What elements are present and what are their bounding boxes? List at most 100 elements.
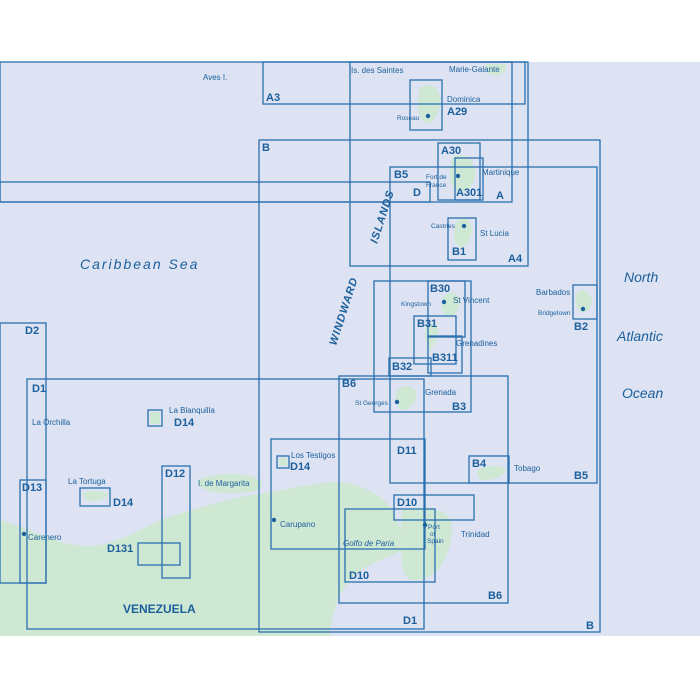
ref-A[interactable]: A [496,190,504,202]
chart-B1-box[interactable] [447,217,477,261]
castries-label: Castries [431,223,456,230]
carenero-label: Carenero [28,533,62,542]
chart-boundaries [0,61,601,633]
chart-D11-box[interactable] [270,438,426,550]
ref-D14-blanquilla[interactable]: D14 [174,417,195,429]
caribbean-sea-label: Caribbean Sea [80,256,199,272]
ocean-label-north: North [624,269,658,285]
ref-D14-tortuga[interactable]: D14 [113,497,134,509]
land-masses [0,64,592,636]
of-label: of [430,531,436,538]
grenadines-label: Grenadines [456,339,497,348]
ref-A301[interactable]: A301 [456,187,482,199]
port-of-spain-dot [422,522,428,528]
barbados-label: Barbados [536,288,570,297]
ref-D2[interactable]: D2 [25,325,39,337]
aves-label: Aves I. [203,73,227,82]
margarita-label: I. de Margarita [198,479,250,488]
ref-D131[interactable]: D131 [107,543,133,555]
trinidad-island [400,507,453,581]
la-tortuga-island [82,491,108,501]
chart-B31-box[interactable] [413,315,457,365]
ref-B6[interactable]: B6 [342,378,356,390]
ref-D10-top[interactable]: D10 [397,497,417,509]
st-georges-dot [394,399,400,405]
ref-D[interactable]: D [413,187,421,199]
ocean-label-ocean: Ocean [622,385,663,401]
ocean-label-atlantic: Atlantic [616,328,663,344]
spain-label: Spain [427,538,444,545]
fort-de-france-dot [455,173,461,179]
chart-D10-top-box[interactable] [393,494,475,521]
ref-D1[interactable]: D1 [32,383,46,395]
ref-D11[interactable]: D11 [397,445,417,457]
ref-B[interactable]: B [262,142,270,154]
ref-B1[interactable]: B1 [452,246,466,258]
ref-A29[interactable]: A29 [447,106,467,118]
chart-D131-box[interactable] [137,542,181,566]
chart-D14-tortuga-box[interactable] [79,487,111,507]
chart-A4-box[interactable] [349,61,529,267]
chart-D10-bottom-box[interactable] [344,508,436,583]
chart-B2-box[interactable] [572,284,598,320]
grenada-label: Grenada [425,388,457,397]
carupano-dot [271,517,277,523]
st-georges-label: St Georges [355,400,389,407]
la-tortuga-label: La Tortuga [68,477,106,486]
chart-D14-testigos-box[interactable] [276,455,290,469]
bridgetown-dot [580,306,586,312]
ref-B2[interactable]: B2 [574,321,588,333]
chart-D13-box[interactable] [19,479,47,584]
carenero-dot [21,531,27,537]
chart-D14-blanquilla-box[interactable] [147,409,163,427]
ref-A4[interactable]: A4 [508,253,523,265]
ref-B31[interactable]: B31 [417,318,437,330]
ref-A3[interactable]: A3 [266,92,280,104]
la-blanquilla-island [150,412,160,424]
ref-B5-top[interactable]: B5 [394,169,408,181]
ref-D13[interactable]: D13 [22,482,42,494]
france-label: France [426,182,447,189]
saintes-label: Is. des Saintes [351,66,403,75]
ref-A30[interactable]: A30 [441,145,461,157]
ref-B-bottom[interactable]: B [586,620,594,632]
grenada-island [395,386,417,410]
chart-B-box[interactable] [258,139,601,633]
chart-D12-box[interactable] [161,465,191,579]
ref-D12[interactable]: D12 [165,468,185,480]
chart-A29-box[interactable] [409,79,443,131]
ref-D10-bottom[interactable]: D10 [349,570,369,582]
golfo-label: Golfo de Paria [343,539,395,548]
chart-B311-box[interactable] [427,335,463,374]
chart-D1-box[interactable] [26,378,425,630]
marie-galante-island [485,64,507,76]
ref-B3[interactable]: B3 [452,401,466,413]
st-vincent-label: St Vincent [453,296,490,305]
kingstown-dot [441,299,447,305]
ref-B311[interactable]: B311 [432,352,458,364]
chart-B3-box[interactable] [373,280,472,413]
martinique-label: Martinique [482,168,520,177]
fort-de-label: Fort de [426,174,447,181]
venezuela-coast [0,481,405,636]
roseau-dot [425,113,431,119]
ref-D14-testigos[interactable]: D14 [290,461,311,473]
martinique-island [449,155,476,192]
st-vincent-island [441,292,460,318]
ref-D1-bottom[interactable]: D1 [403,615,417,627]
venezuela-label: VENEZUELA [123,602,196,616]
margarita-island [197,473,263,494]
barbados-island [575,290,592,313]
ref-B30[interactable]: B30 [430,283,450,295]
ref-B4[interactable]: B4 [472,458,487,470]
ref-B32[interactable]: B32 [392,361,412,373]
los-testigos-island [279,458,287,466]
castries-dot [461,223,467,229]
chart-A301-box[interactable] [454,157,484,201]
ref-B6-bottom[interactable]: B6 [488,590,502,602]
chart-D-box[interactable] [0,181,431,203]
tobago-island [476,465,506,480]
ref-B5-bottom[interactable]: B5 [574,470,588,482]
chart-B4-box[interactable] [468,455,510,484]
